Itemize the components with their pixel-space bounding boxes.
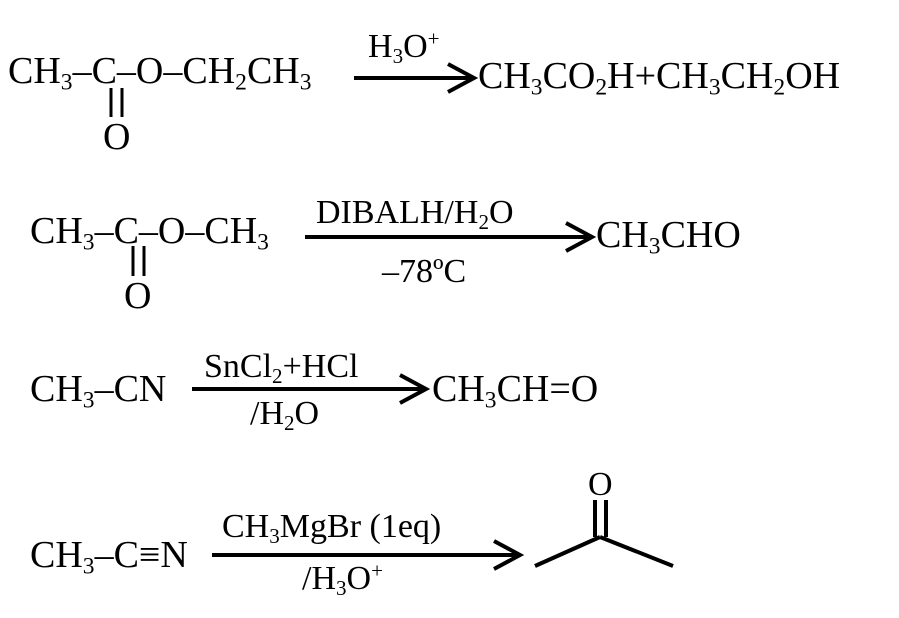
product-acetaldehyde-2: CH3CH=O	[432, 368, 599, 412]
formula-text: MgBr (1eq)	[279, 508, 442, 545]
formula-text: CH	[222, 508, 270, 545]
formula-text: DIBALH/H	[316, 194, 479, 231]
formula-text: CH=O	[496, 368, 599, 410]
subscript: 3	[336, 575, 347, 600]
acetone-skeletal-bonds	[534, 500, 674, 568]
reaction-arrow-1	[354, 62, 479, 94]
subscript: 2	[235, 69, 247, 96]
reagent-sncl2-hcl: SnCl2+HCl	[204, 348, 359, 387]
reagent-h3o-plus: H3O+	[368, 28, 440, 67]
reaction-arrow-2	[305, 221, 597, 253]
formula-text: –CN	[94, 368, 167, 410]
reaction-arrow-3	[192, 373, 431, 405]
carbonyl-double-bond-1	[109, 88, 124, 117]
formula-text: O	[294, 395, 320, 432]
carbonyl-oxygen-1: O	[103, 116, 131, 158]
subscript: 3	[82, 553, 95, 580]
formula-text: CH	[596, 214, 649, 256]
formula-text: /H	[302, 560, 336, 597]
subscript: 3	[82, 229, 95, 256]
product-acetic-acid-ethanol: CH3CO2H+CH3CH2OH	[478, 55, 841, 99]
formula-text: –C–O–CH	[72, 50, 236, 92]
formula-text: OH	[785, 55, 841, 97]
formula-text: O	[488, 194, 514, 231]
formula-text: –C–O–CH	[94, 210, 258, 252]
reaction-arrow-4	[212, 539, 525, 571]
subscript: 2	[773, 74, 786, 101]
formula-text: H	[368, 28, 393, 65]
acetone-oxygen-label: O	[588, 466, 613, 503]
reagent-dibalh: DIBALH/H2O	[316, 194, 514, 233]
formula-text: CH	[30, 534, 83, 576]
formula-text: CH	[720, 55, 774, 97]
reactant-methyl-acetate: CH3–C–O–CH3	[30, 210, 269, 254]
formula-text: CH	[30, 210, 83, 252]
subscript: 3	[392, 43, 404, 68]
subscript: 3	[530, 74, 543, 101]
subscript: 2	[478, 209, 489, 234]
subscript: 2	[595, 74, 608, 101]
formula-text: CH	[8, 50, 61, 92]
subscript: 3	[257, 229, 269, 256]
reactant-acetonitrile: CH3–CN	[30, 368, 167, 412]
subscript: 3	[299, 69, 312, 96]
superscript: +	[371, 558, 383, 583]
formula-text: O	[403, 28, 428, 65]
carbonyl-double-bond-2	[131, 246, 146, 276]
formula-text: CH	[30, 368, 83, 410]
reagent-h3o-plus-workup: /H3O+	[302, 560, 383, 599]
formula-text: /H	[250, 395, 284, 432]
formula-text: SnCl	[204, 348, 273, 385]
subscript: 3	[484, 387, 497, 414]
reactant-ethyl-acetate: CH3–C–O–CH2CH3	[8, 50, 312, 94]
reaction-condition-temperature: –78ºC	[382, 253, 467, 290]
subscript: 3	[60, 69, 73, 96]
superscript: +	[427, 26, 440, 51]
reactant-acetonitrile-triple-bond: CH3–C≡N	[30, 534, 188, 578]
formula-text: –C≡N	[94, 534, 188, 576]
subscript: 2	[284, 410, 295, 435]
subscript: 3	[648, 233, 661, 260]
formula-text: +HCl	[282, 348, 359, 385]
formula-text: O	[346, 560, 372, 597]
carbonyl-oxygen-2: O	[124, 275, 152, 317]
reagent-grignard: CH3MgBr (1eq)	[222, 508, 442, 547]
formula-text: CHO	[660, 214, 741, 256]
product-acetaldehyde: CH3CHO	[596, 214, 741, 258]
subscript: 3	[82, 387, 95, 414]
formula-text: H+CH	[607, 55, 709, 97]
formula-text: CH	[432, 368, 485, 410]
formula-text: CH	[478, 55, 531, 97]
formula-text: CH	[246, 50, 300, 92]
formula-text: CO	[542, 55, 596, 97]
subscript: 3	[708, 74, 721, 101]
subscript: 3	[269, 523, 280, 548]
reagent-water: /H2O	[250, 395, 320, 434]
subscript: 2	[272, 363, 283, 388]
